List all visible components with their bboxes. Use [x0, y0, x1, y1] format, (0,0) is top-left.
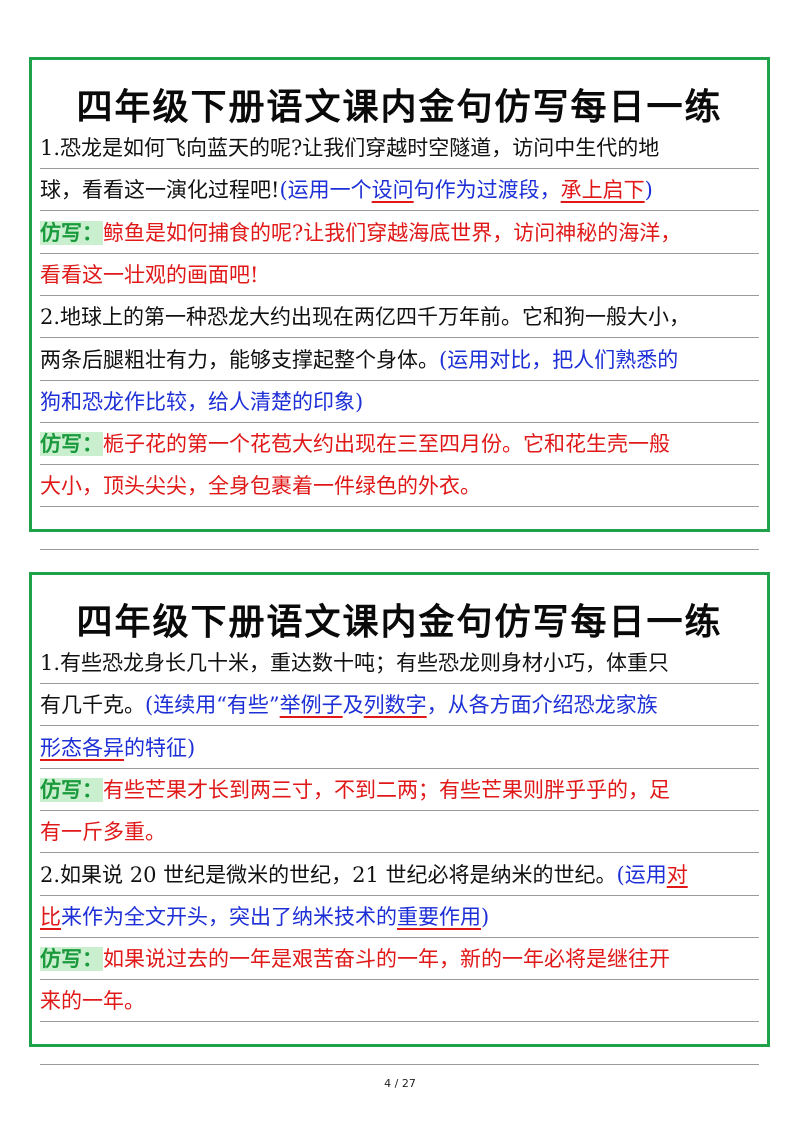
annotation-text: ，从各方面介绍恐龙家族 — [426, 693, 658, 718]
annotation-text: 来作为全文开头，突出了纳米技术的 — [61, 904, 397, 929]
text-line: 球，看看这一演化过程吧!(运用一个设问句作为过渡段，承上启下) — [40, 170, 759, 212]
annotation-text: 形态各异 — [40, 735, 124, 760]
text-line: 有一斤多重。 — [40, 812, 759, 854]
imitation-text: 对 — [666, 862, 688, 887]
text-line: 仿写：有些芒果才长到两三寸，不到二两；有些芒果则胖乎乎的，足 — [40, 770, 759, 811]
text-line: 形态各异的特征) — [40, 728, 759, 769]
annotation-text: ) — [644, 178, 653, 203]
text-line: 仿写：如果说过去的一年是艰苦奋斗的一年，新的一年必将是继往开 — [40, 939, 759, 981]
text-line: 仿写：栀子花的第一个花苞大约出现在三至四月份。它和花生壳一般 — [40, 424, 759, 466]
imitation-label: 仿写： — [40, 220, 103, 245]
text-line: 来的一年。 — [40, 981, 759, 1023]
annotation-text: (运用一个 — [279, 178, 372, 203]
imitation-text: 承上启下 — [560, 178, 645, 203]
exercise-card-1: 四年级下册语文课内金句仿写每日一练 1.恐龙是如何飞向蓝天的呢?让我们穿越时空隧… — [29, 57, 770, 550]
source-text: 1.恐龙是如何飞向蓝天的呢?让我们穿越时空隧道，访问中生代的地 — [40, 136, 660, 160]
imitation-label: 仿写： — [40, 777, 103, 802]
text-line: 仿写：鲸鱼是如何捕食的呢?让我们穿越海底世界，访问神秘的海洋， — [40, 213, 759, 254]
imitation-label: 仿写： — [40, 947, 103, 972]
annotation-text: 列数字 — [363, 693, 427, 718]
source-text: 有几千克。 — [40, 693, 145, 718]
source-text: 2.如果说 20 世纪是微米的世纪，21 世纪必将是纳米的世纪。 — [40, 862, 617, 887]
annotation-text: 及 — [342, 693, 364, 718]
text-line: 2.如果说 20 世纪是微米的世纪，21 世纪必将是纳米的世纪。(运用对 — [40, 855, 759, 896]
imitation-text: 鲸鱼是如何捕食的呢?让我们穿越海底世界，访问神秘的海洋， — [103, 220, 682, 245]
annotation-text: 设问 — [371, 178, 414, 203]
imitation-text: 有一斤多重。 — [40, 820, 166, 845]
source-text: 1.有些恐龙身长几十米，重达数十吨；有些恐龙则身材小巧，体重只 — [40, 651, 670, 675]
annotation-text: 的特征) — [124, 735, 196, 760]
annotation-text: 句作为过渡段， — [413, 178, 561, 203]
source-text: 2.地球上的第一种恐龙大约出现在两亿四千万年前。它和狗一般大小， — [40, 305, 691, 330]
text-line: 两条后腿粗壮有力，能够支撑起整个身体。(运用对比，把人们熟悉的 — [40, 340, 759, 381]
imitation-text: 栀子花的第一个花苞大约出现在三至四月份。它和花生壳一般 — [103, 432, 670, 457]
imitation-text: 如果说过去的一年是艰苦奋斗的一年，新的一年必将是继往开 — [103, 947, 670, 972]
text-line: 2.地球上的第一种恐龙大约出现在两亿四千万年前。它和狗一般大小， — [40, 297, 759, 339]
text-line: 1.恐龙是如何飞向蓝天的呢?让我们穿越时空隧道，访问中生代的地 — [40, 128, 759, 169]
annotation-text: 重要作用 — [397, 904, 481, 929]
annotation-text: ) — [481, 904, 490, 929]
text-line — [40, 1024, 759, 1065]
imitation-text: 看看这一壮观的画面吧! — [40, 262, 259, 287]
imitation-text: 比 — [40, 904, 61, 929]
exercise-card-2: 四年级下册语文课内金句仿写每日一练 1.有些恐龙身长几十米，重达数十吨；有些恐龙… — [29, 572, 770, 1065]
text-line — [40, 509, 759, 550]
imitation-label: 仿写： — [40, 432, 103, 457]
imitation-text: 来的一年。 — [40, 989, 145, 1014]
source-text: 两条后腿粗壮有力，能够支撑起整个身体。 — [40, 347, 439, 372]
imitation-text: 大小，顶头尖尖，全身包裹着一件绿色的外衣。 — [40, 474, 481, 499]
annotation-text: (连续用“有些” — [145, 693, 280, 718]
source-text: 球，看看这一演化过程吧! — [40, 178, 280, 203]
annotation-text: 举例子 — [279, 693, 343, 718]
card-title: 四年级下册语文课内金句仿写每日一练 — [76, 602, 723, 643]
page-number: 4 / 27 — [384, 1077, 416, 1090]
text-line: 大小，顶头尖尖，全身包裹着一件绿色的外衣。 — [40, 466, 759, 508]
imitation-text: 有些芒果才长到两三寸，不到二两；有些芒果则胖乎乎的，足 — [103, 777, 670, 802]
card-title: 四年级下册语文课内金句仿写每日一练 — [76, 87, 723, 128]
annotation-text: (运用对比，把人们熟悉的 — [439, 347, 679, 372]
annotation-text: 狗和恐龙作比较，给人清楚的印象) — [40, 389, 364, 414]
text-line: 1.有些恐龙身长几十米，重达数十吨；有些恐龙则身材小巧，体重只 — [40, 643, 759, 684]
annotation-text: (运用 — [616, 862, 667, 887]
text-line: 狗和恐龙作比较，给人清楚的印象) — [40, 382, 759, 423]
text-line: 有几千克。(连续用“有些”举例子及列数字，从各方面介绍恐龙家族 — [40, 685, 759, 727]
text-line: 比来作为全文开头，突出了纳米技术的重要作用) — [40, 897, 759, 938]
text-line: 看看这一壮观的画面吧! — [40, 255, 759, 296]
